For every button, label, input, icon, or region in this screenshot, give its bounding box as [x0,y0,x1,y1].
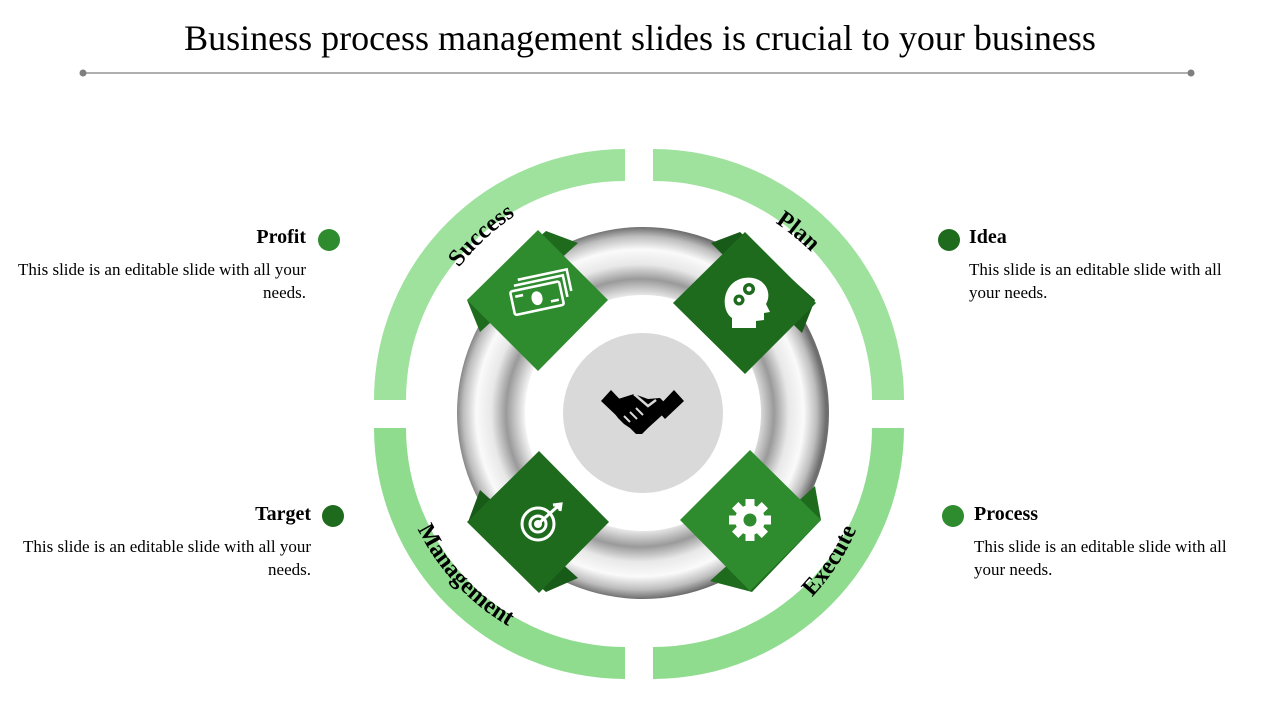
process-heading: Process [974,503,1039,525]
gear-icon [729,499,771,541]
process-block: Process This slide is an editable slide … [974,501,1244,581]
diamond-target [467,451,609,593]
profit-dot [318,229,340,251]
target-block: Target This slide is an editable slide w… [11,501,311,581]
diamond-idea [673,232,816,374]
ring-segment-bottom-left [374,428,625,679]
ring-segment-top-left [374,149,625,400]
handshake-icon [601,390,684,434]
diamond-money [467,230,608,371]
outer-ring [374,149,904,679]
profit-block: Profit This slide is an editable slide w… [6,224,306,304]
target-dot [322,505,344,527]
idea-text: This slide is an editable slide with all… [969,260,1222,302]
idea-heading: Idea [969,226,1007,248]
process-text: This slide is an editable slide with all… [974,537,1227,579]
profit-heading: Profit [256,226,306,248]
title-divider [79,69,1195,77]
process-dot [942,505,964,527]
target-heading: Target [255,503,311,525]
profit-text: This slide is an editable slide with all… [17,260,306,302]
target-icon [520,502,563,542]
slide-title: Business process management slides is cr… [184,18,1096,58]
idea-block: Idea This slide is an editable slide wit… [969,224,1239,304]
target-text: This slide is an editable slide with all… [22,537,311,579]
head-gears-icon [724,277,770,328]
idea-dot [938,229,960,251]
ring-segment-top-right [653,149,904,400]
ring-segment-bottom-right [653,428,904,679]
money-icon [509,267,573,317]
diamond-process [680,450,821,591]
